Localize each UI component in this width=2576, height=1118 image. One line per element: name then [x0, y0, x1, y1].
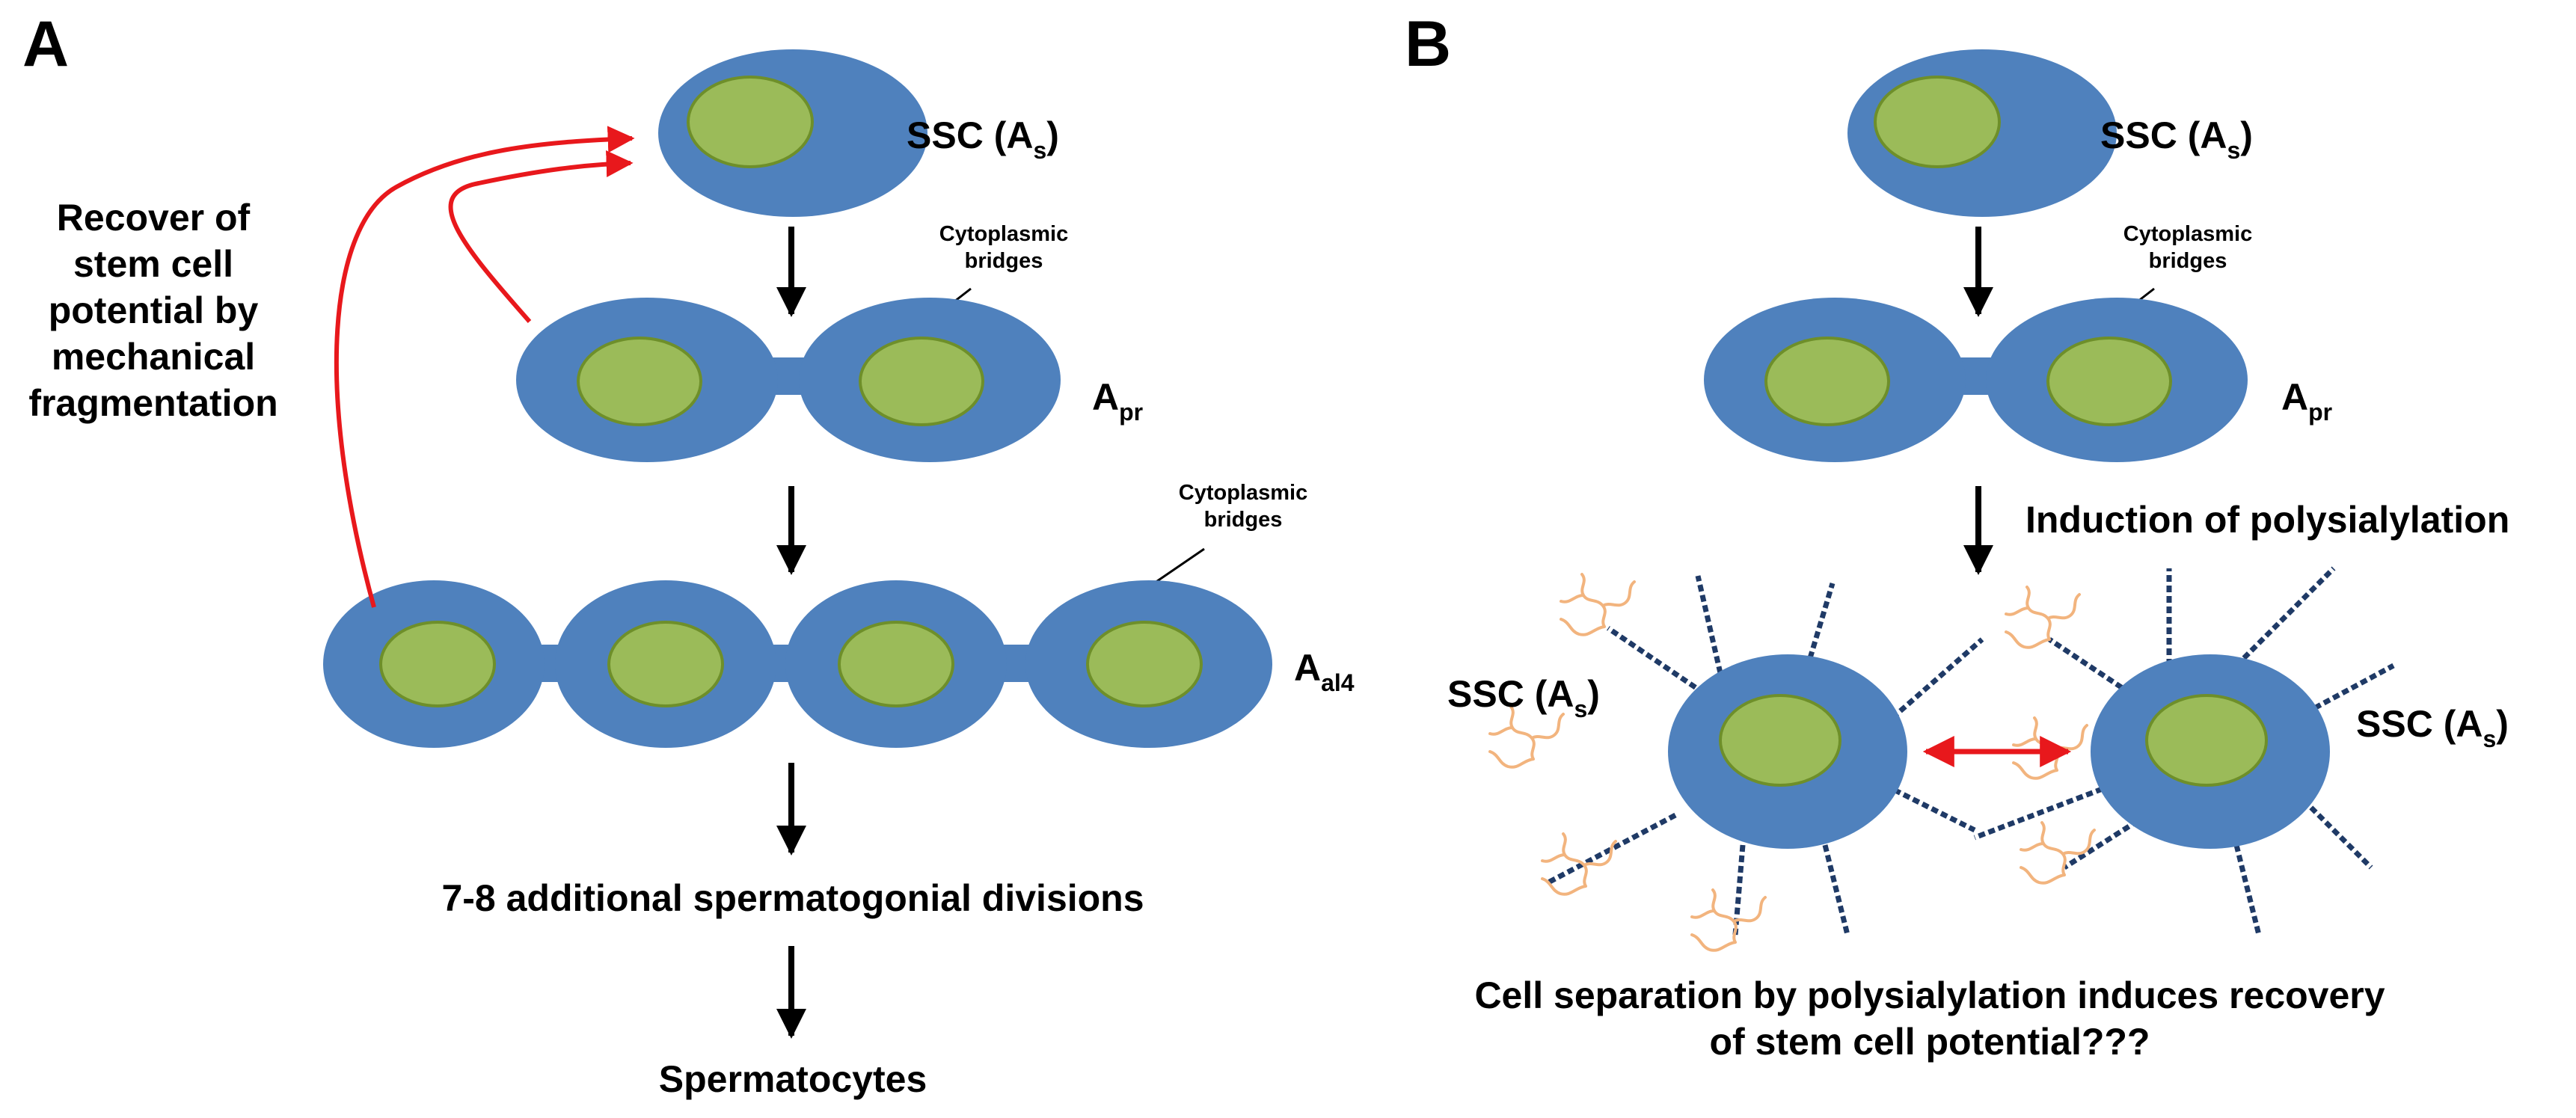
induction-label-b: Induction of polysialylation — [2025, 499, 2509, 541]
ssc-cell-b — [1847, 49, 2117, 217]
nucleus — [687, 76, 814, 168]
nucleus — [1086, 621, 1203, 707]
polysialylated-ssc-left-b — [1488, 573, 1984, 952]
apr-label-a: Apr — [1092, 376, 1143, 426]
apr-pair-b — [1704, 298, 2248, 462]
nucleus — [577, 337, 702, 426]
apr-label-b: Apr — [2281, 376, 2332, 426]
nucleus — [838, 621, 954, 707]
spermatocytes-label-a: Spermatocytes — [659, 1058, 927, 1100]
ncam-stalks — [1973, 566, 2395, 936]
nucleus — [607, 621, 724, 707]
divisions-label-a: 7-8 additional spermatogonial divisions — [441, 877, 1144, 919]
recover-arrow-inner-a — [448, 150, 634, 323]
panel-a-letter: A — [22, 8, 69, 80]
panel-b-letter: B — [1405, 8, 1451, 80]
ssc-label-a: SSC (As) — [907, 114, 1059, 164]
aal4-label-a: Aal4 — [1294, 647, 1355, 696]
ssc-label-b: SSC (As) — [2100, 114, 2253, 164]
ncam-stalks — [1547, 575, 1984, 936]
recover-arrow-outer-a — [334, 126, 635, 608]
nucleus — [859, 337, 984, 426]
polysialylated-ssc-right-b — [1973, 566, 2395, 936]
nucleus — [379, 621, 496, 707]
nucleus — [2046, 337, 2172, 426]
nucleus — [1719, 694, 1841, 787]
nucleus — [1764, 337, 1890, 426]
nucleus — [1874, 76, 2001, 168]
aal4-chain-a — [323, 580, 1272, 748]
ssc-right-label-b: SSC (As) — [2356, 703, 2509, 752]
apr-pair-a — [516, 298, 1061, 462]
conclusion-text-b: Cell separation by polysialylation induc… — [1474, 974, 2385, 1063]
nucleus — [2145, 694, 2268, 787]
ssc-left-label-b: SSC (As) — [1447, 673, 1600, 722]
ssc-cell-a — [658, 49, 927, 217]
